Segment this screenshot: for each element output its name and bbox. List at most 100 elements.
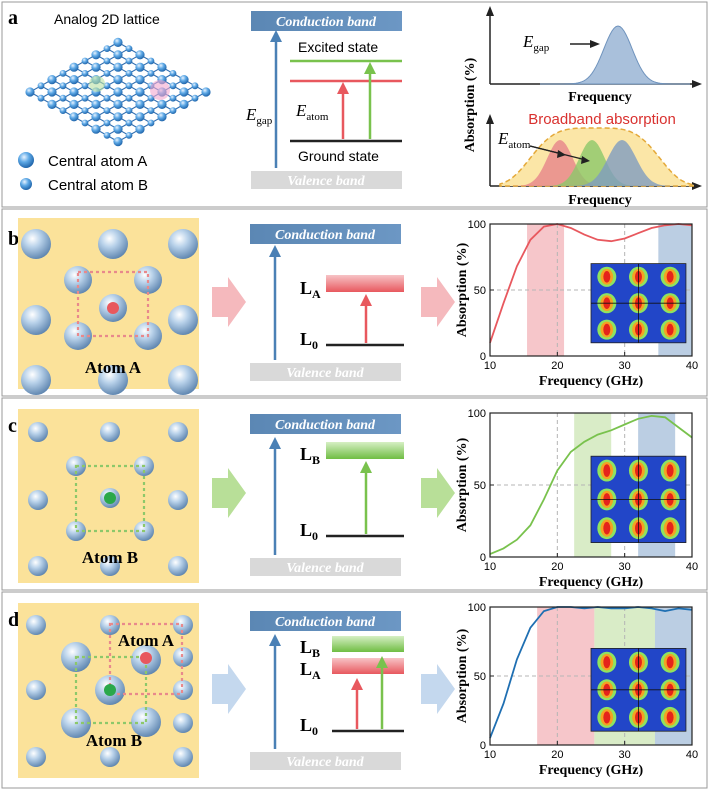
band-diagram-b: Conduction band Valence band LA L0 (250, 224, 404, 381)
lattice-atom (169, 94, 177, 102)
transition-arrowhead-c (360, 461, 372, 473)
egap-label-a: Egap (245, 105, 273, 127)
panel-c-frame (1, 397, 708, 591)
lattice-atom (125, 94, 133, 102)
valence-band-a (251, 171, 402, 189)
x-tick-label: 40 (686, 561, 698, 573)
lattice-sphere (28, 422, 48, 442)
unit-cell-outline (76, 270, 150, 338)
level-la-label-d: LA (300, 659, 321, 682)
level-la-d (332, 658, 404, 674)
lattice-atom (135, 124, 145, 134)
valence-band-c (250, 558, 401, 576)
y-axis-label: Absorption (%) (455, 437, 470, 532)
y-tick-label: 100 (468, 602, 486, 614)
absorption-curve (489, 223, 693, 344)
legend-atom-b-sphere (20, 178, 32, 190)
x-tick-label: 10 (484, 561, 496, 573)
lattice-atom (103, 107, 111, 114)
panel-d-frame (1, 591, 708, 789)
bottom-plot-y-arrowhead (486, 114, 494, 124)
x-axis-label: Frequency (GHz) (539, 374, 644, 389)
lattice-atom (157, 99, 167, 109)
x-tick-label: 40 (686, 749, 698, 761)
lattice-atom (125, 132, 133, 139)
lattice-atom (103, 57, 111, 65)
panel-a-letter: a (8, 7, 18, 29)
x-tick-label: 20 (551, 749, 563, 761)
lattice-sphere (98, 229, 128, 259)
lattice-atom (125, 57, 133, 65)
x-tick-label: 10 (484, 360, 496, 372)
lattice-atom (81, 57, 89, 65)
x-tick-label: 20 (551, 360, 563, 372)
lattice-atom (103, 119, 111, 127)
lattice-sphere (168, 422, 188, 442)
arrow-d-2 (421, 664, 455, 714)
lattice-sphere (173, 747, 193, 767)
lattice-atom (103, 94, 111, 102)
field-hotspot-core (666, 270, 674, 283)
field-hotspot-core (603, 270, 611, 283)
bottom-plot-xlabel: Frequency (568, 193, 632, 208)
lattice-atom (125, 119, 133, 127)
arrow-c-2 (421, 468, 455, 518)
legend-atom-a-label: Central atom A (48, 153, 147, 170)
lattice-sphere (168, 365, 198, 395)
lattice-atom (135, 75, 145, 85)
level-l0-label-c: L0 (300, 520, 318, 543)
bottom-plot-x-arrowhead (692, 182, 702, 190)
central-atom-dot (104, 492, 116, 504)
y-tick-label: 0 (480, 351, 486, 363)
lattice-atom (91, 50, 101, 60)
lattice-atom (59, 107, 67, 114)
lattice-c-atoms (28, 422, 188, 576)
conduction-band-d-label: Conduction band (275, 615, 376, 630)
lattice-atom (103, 45, 111, 52)
y-tick-label: 100 (468, 219, 486, 231)
eatom-arrowhead-red (337, 82, 349, 94)
x-tick-label: 40 (686, 360, 698, 372)
lattice-atom (169, 70, 177, 77)
lattice-atom (201, 87, 211, 97)
field-hotspot-core (603, 323, 611, 336)
lattice-atom (59, 82, 67, 90)
lattice-sphere (100, 422, 120, 442)
panel-a-frame (1, 1, 708, 208)
excited-state-label: Excited state (298, 39, 378, 55)
lattice-sphere (21, 305, 51, 335)
level-l0-label-d: L0 (300, 715, 318, 738)
x-tick-label: 30 (619, 561, 631, 573)
lattice-atom (113, 37, 123, 48)
lattice-atom (113, 137, 123, 147)
lattice-sphere (168, 490, 188, 510)
lattice-atom (125, 82, 133, 90)
field-hotspot-core (603, 521, 611, 535)
x-tick-label: 20 (551, 561, 563, 573)
lattice-sphere (100, 556, 120, 576)
lattice-atom (125, 107, 133, 114)
schematic-absorption-plots: Absorption (%) Egap Frequency Broadband … (463, 6, 702, 208)
analog-2d-lattice (25, 37, 211, 147)
level-la-label-b: LA (300, 278, 321, 301)
panel-b-frame (1, 208, 708, 397)
gap-arrowhead-c (269, 437, 281, 449)
lattice-atom (135, 62, 145, 72)
valence-band-b-label: Valence band (286, 366, 364, 381)
field-hotspot-core (666, 464, 674, 477)
peak-atom-a (500, 140, 650, 186)
y-tick-label: 0 (480, 740, 486, 752)
top-egap-label: Egap (522, 32, 550, 54)
lattice-atom (69, 75, 79, 85)
transition-arrowhead-d-red (351, 678, 363, 690)
lattice-sphere (26, 747, 46, 767)
conduction-band-c (250, 414, 401, 434)
central-atom-b-glow (89, 75, 105, 92)
lattice-atom (147, 70, 155, 77)
lattice-atom (179, 99, 189, 109)
lattice-atom (69, 87, 79, 97)
field-hotspot-core (666, 323, 674, 336)
